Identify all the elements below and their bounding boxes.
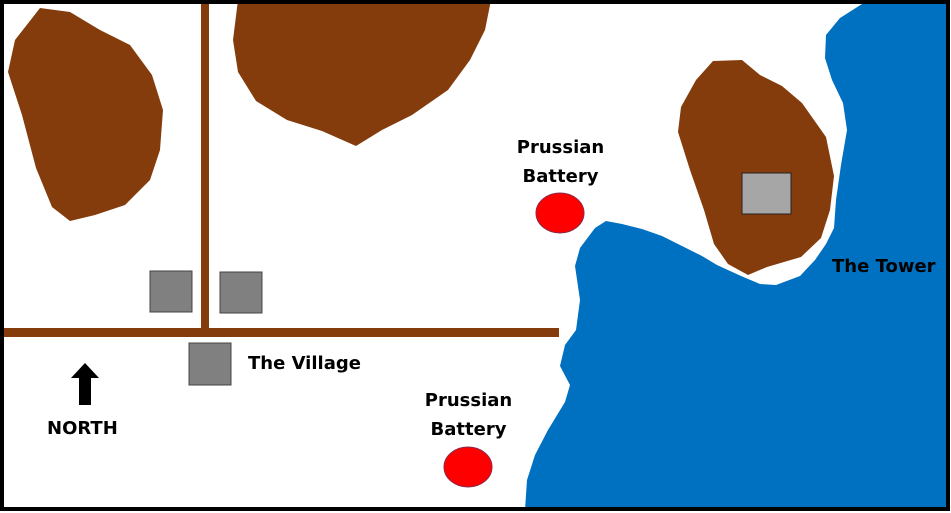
hill-tower [678, 60, 834, 275]
road-east-west [0, 328, 559, 337]
water-bay [525, 4, 948, 510]
village-building [188, 342, 232, 386]
battery-north-marker [535, 192, 585, 234]
village-label: The Village [248, 353, 361, 374]
village-building [219, 271, 263, 314]
north-label: NORTH [47, 418, 118, 439]
village-building [149, 270, 193, 313]
road-north-south [201, 4, 209, 334]
tower-building [741, 172, 792, 215]
battery-south-label-line2: Battery [430, 419, 507, 440]
hill-north [233, 0, 491, 146]
battery-south-label-line1: Prussian [424, 390, 513, 411]
battery-south-label: Prussian Battery [416, 386, 521, 444]
battery-north-label-line1: Prussian [516, 137, 605, 158]
battery-north-label-line2: Battery [522, 166, 599, 187]
hill-northwest [8, 8, 163, 221]
north-arrow-icon [71, 363, 99, 405]
tower-label: The Tower [832, 256, 936, 277]
battery-north-label: Prussian Battery [508, 133, 613, 191]
battery-south-marker [443, 446, 493, 488]
